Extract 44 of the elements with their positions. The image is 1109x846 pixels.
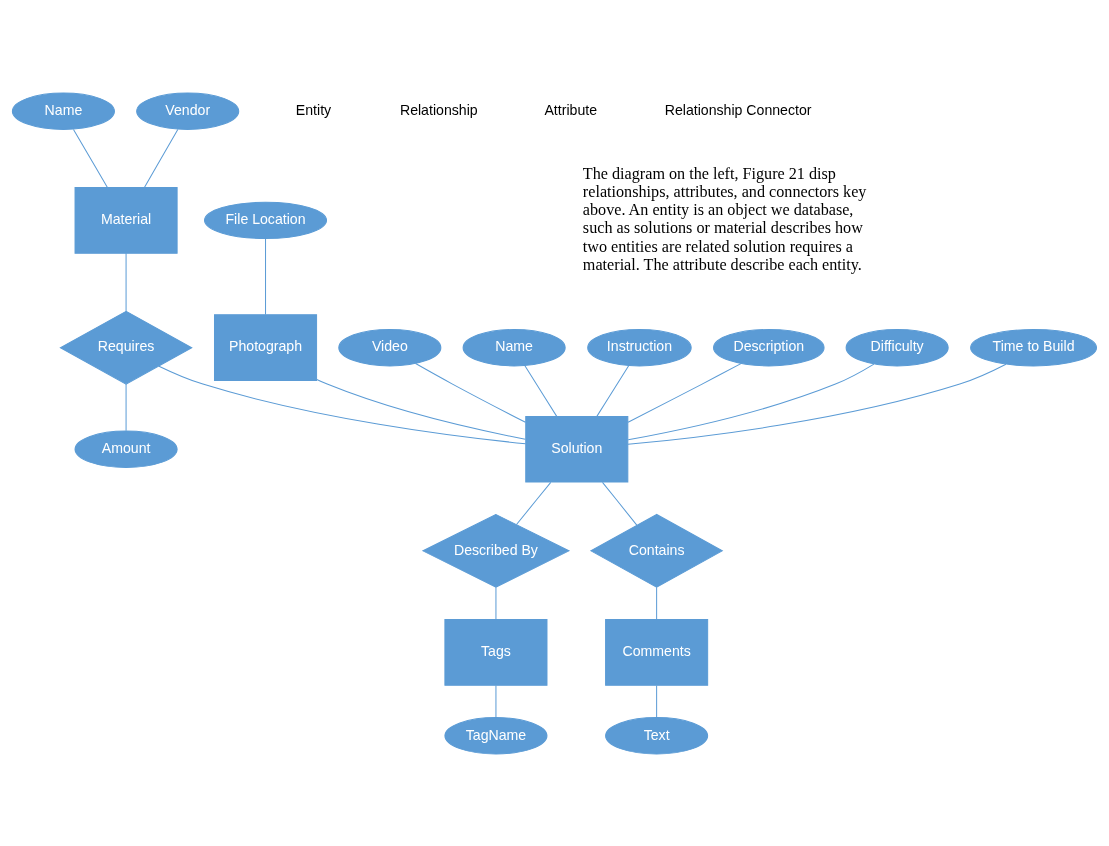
node-diamond: Requires: [59, 310, 193, 385]
connector: [495, 684, 497, 718]
legend-label: Entity: [295, 101, 332, 118]
node-box: Material: [74, 186, 178, 254]
connector: [656, 586, 658, 620]
connector: [524, 364, 558, 417]
node-ellipse: Amount: [74, 430, 178, 468]
node-ellipse: Name: [11, 92, 115, 130]
connector: [656, 684, 658, 718]
connector: [265, 237, 267, 315]
node-ellipse: TagName: [444, 716, 548, 754]
connector: [125, 252, 127, 312]
legend-label: Relationship Connector: [664, 101, 812, 118]
connector: [516, 481, 552, 525]
connector: [627, 363, 875, 440]
node-ellipse: Description: [713, 328, 825, 366]
node-diamond: Contains: [589, 513, 724, 588]
connector: [602, 481, 638, 526]
node-box: Comments: [605, 618, 709, 686]
node-ellipse: File Location: [204, 201, 328, 239]
connector: [627, 363, 1007, 445]
node-ellipse: Video: [338, 328, 442, 366]
connector: [316, 378, 526, 440]
node-ellipse: Text: [605, 716, 709, 754]
node-ellipse: Vendor: [136, 92, 240, 130]
node-ellipse: Time to Build: [970, 328, 1098, 366]
node-box: Tags: [444, 618, 548, 686]
connector: [415, 362, 526, 423]
node-ellipse: Difficulty: [845, 328, 949, 366]
connector: [158, 365, 527, 444]
connector: [495, 586, 497, 620]
connector: [125, 383, 127, 431]
connector: [627, 362, 742, 423]
node-box: Solution: [525, 415, 629, 483]
node-ellipse: Name: [462, 328, 566, 366]
node-box: Photograph: [214, 313, 318, 381]
label: The diagram on the left, Figure 21 disp relationships, attributes, and connectors key above. An entity is an object we database, such as solutions or material describes how two entities are related solution requires a material. The attribute describe each entity.: [582, 164, 867, 273]
connector: [596, 364, 630, 417]
legend-label: Attribute: [544, 101, 598, 118]
connector: [72, 128, 108, 188]
node-ellipse: Instruction: [587, 328, 692, 366]
legend-label: Relationship: [399, 101, 478, 118]
connector: [143, 128, 179, 188]
node-diamond: Described By: [421, 513, 571, 588]
